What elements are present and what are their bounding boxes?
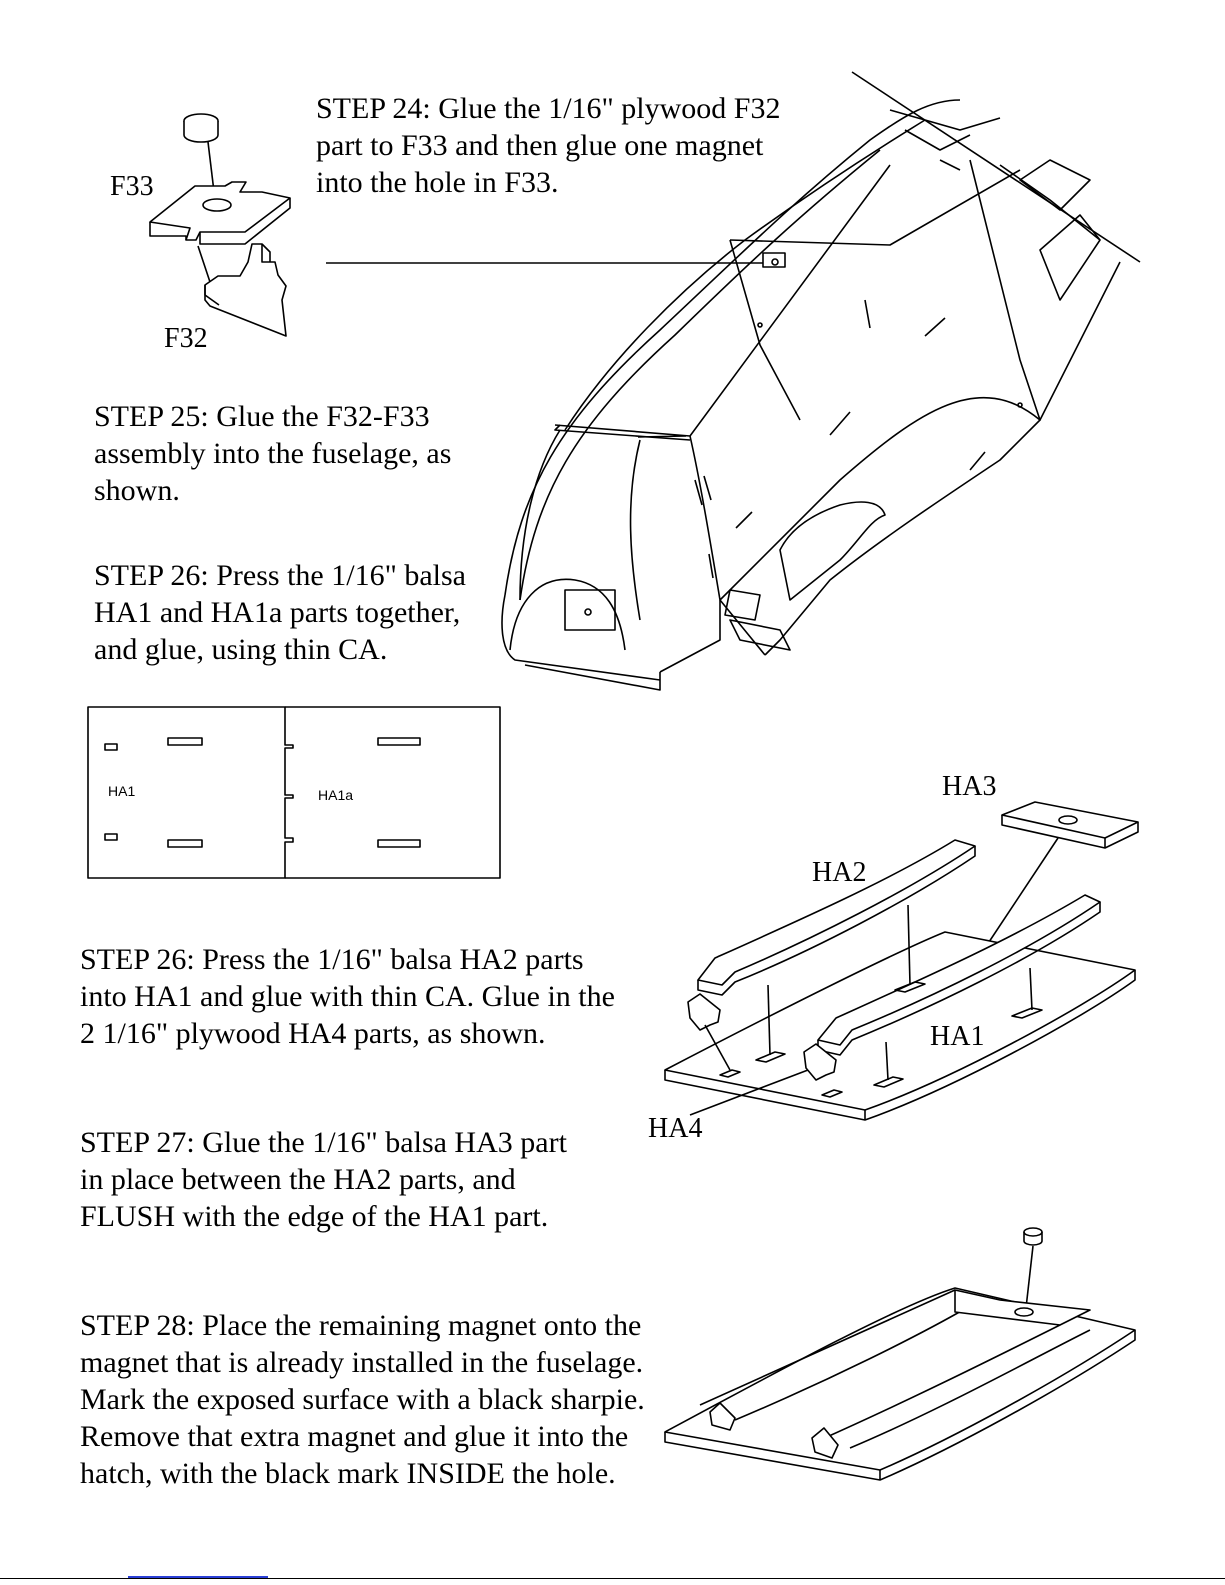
footer-rule: [0, 1578, 1225, 1579]
label-ha1a-part: HA1a: [318, 787, 354, 803]
label-ha3: HA3: [942, 771, 997, 802]
footer-link-underline[interactable]: [128, 1576, 268, 1578]
ha1-ha1a-flat-parts: [87, 706, 501, 879]
label-f32: F32: [164, 323, 208, 354]
step-25-text: STEP 25: Glue the F32-F33 assembly into …: [94, 400, 452, 507]
step-28-text: STEP 28: Place the remaining magnet onto…: [80, 1309, 645, 1490]
label-ha4: HA4: [648, 1113, 703, 1144]
fuselage-drawing: [501, 71, 1141, 691]
label-f33: F33: [110, 171, 154, 202]
step-26a-text: STEP 26: Press the 1/16" balsa HA1 and H…: [94, 559, 466, 666]
step-27-text: STEP 27: Glue the 1/16" balsa HA3 part i…: [80, 1126, 567, 1233]
finished-hatch-drawing: [664, 1227, 1136, 1481]
f32-f33-parts-drawing: [149, 113, 291, 337]
label-ha2: HA2: [812, 857, 867, 888]
step-24-text: STEP 24: Glue the 1/16" plywood F32 part…: [316, 92, 781, 199]
label-ha1: HA1: [930, 1021, 985, 1052]
step-26b-text: STEP 26: Press the 1/16" balsa HA2 parts…: [80, 943, 615, 1050]
hatch-exploded-drawing: [664, 801, 1139, 1121]
label-ha1-part: HA1: [108, 783, 136, 799]
